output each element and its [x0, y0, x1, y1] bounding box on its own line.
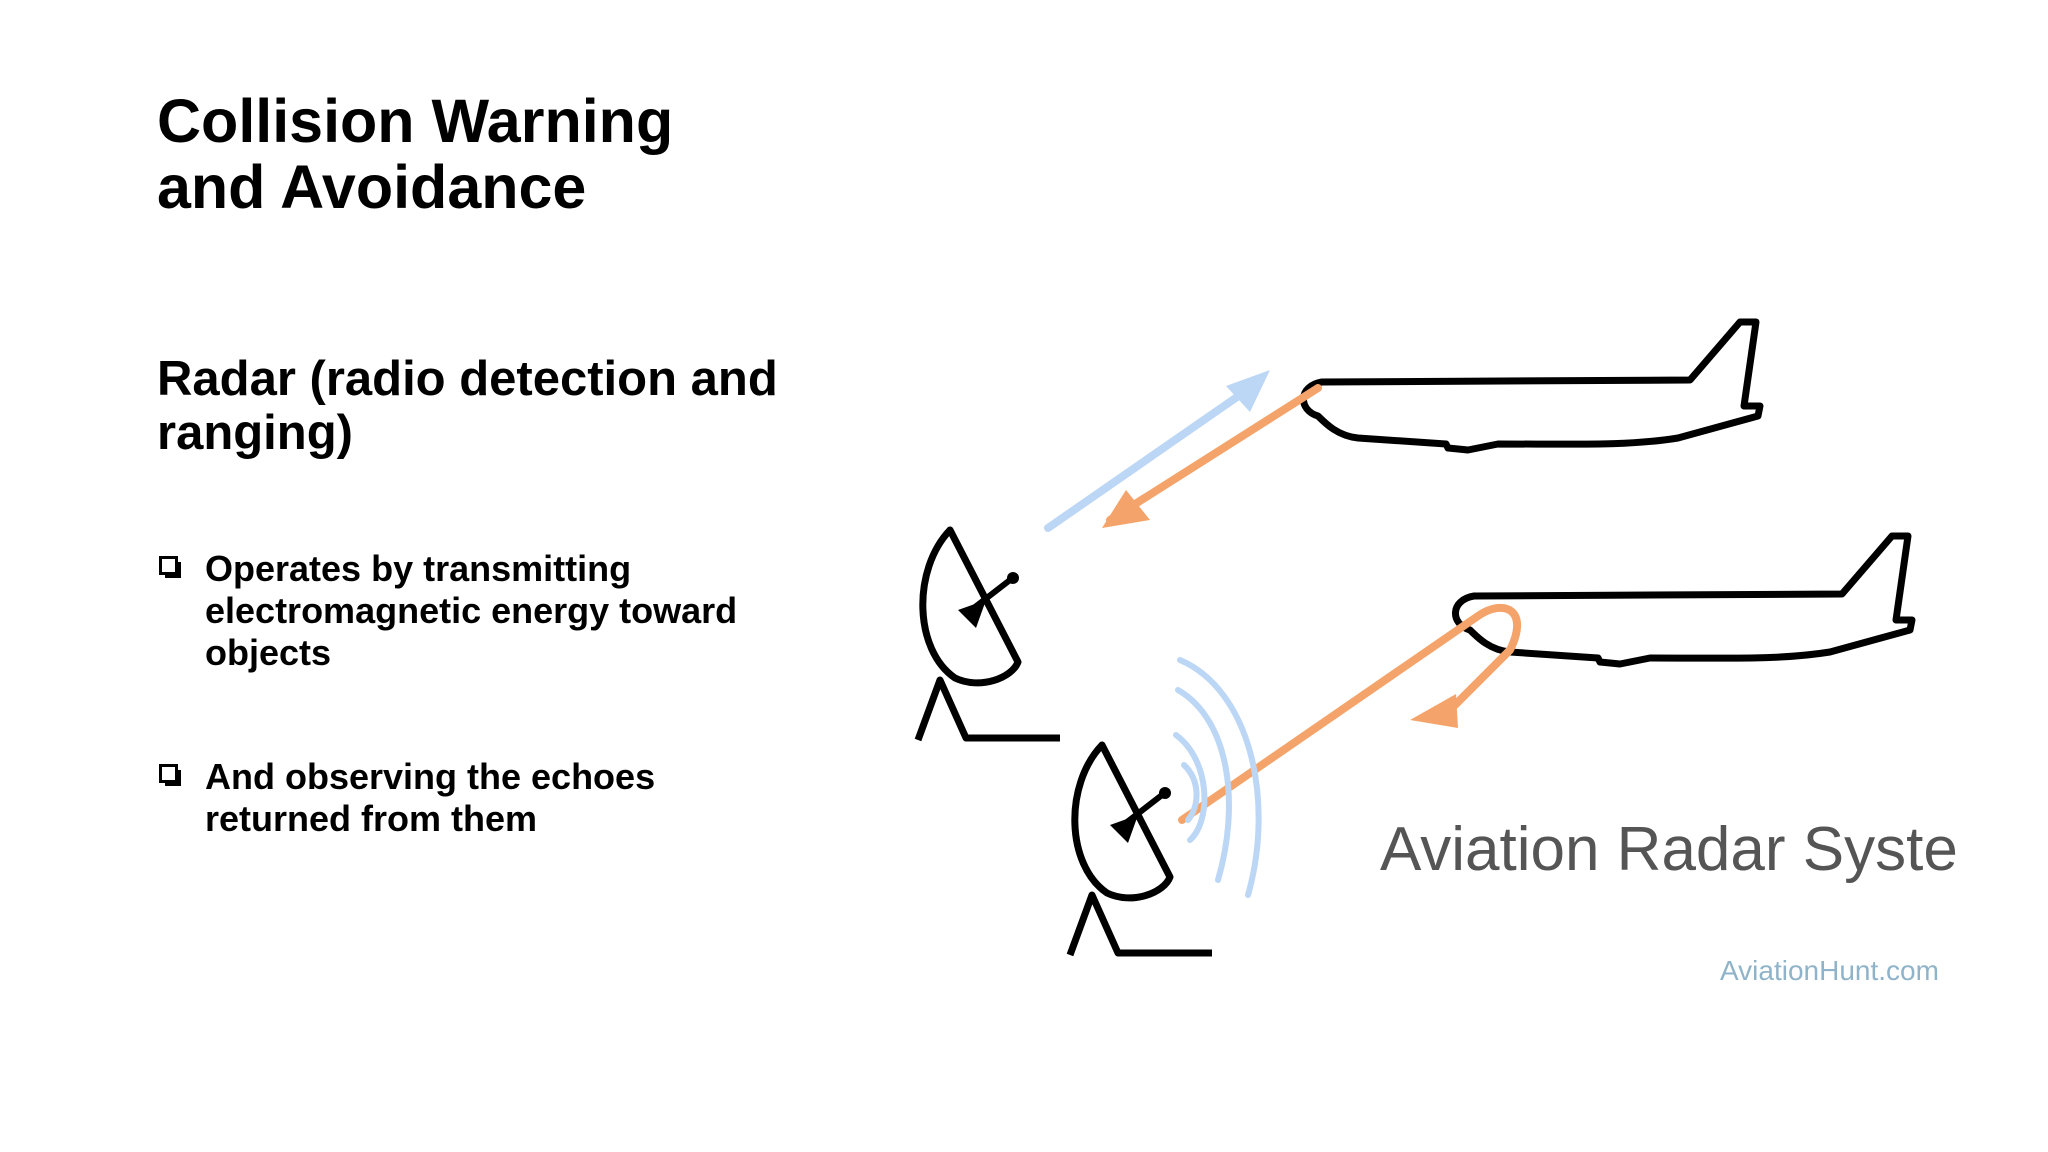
airplane-icon [1303, 322, 1760, 450]
radar-dish-icon [918, 530, 1060, 740]
bullet-item: Operates by transmitting electromagnetic… [157, 548, 797, 674]
echo-signal-arrow [1102, 384, 1322, 528]
radar-diagram: Aviation Radar System AviationHunt.com [900, 180, 1960, 986]
checkbox-bullet-icon [159, 764, 181, 786]
figure-credit: AviationHunt.com [1720, 955, 1939, 986]
bullet-item: And observing the echoes returned from t… [157, 756, 797, 840]
echo-signal-arrow [1178, 603, 1522, 824]
bullet-text: And observing the echoes returned from t… [205, 756, 656, 839]
bullet-list: Operates by transmitting electromagnetic… [157, 548, 797, 840]
bullet-text: Operates by transmitting electromagnetic… [205, 548, 738, 673]
slide-subtitle: Radar (radio detection and ranging) [157, 352, 778, 460]
radar-illustration: Aviation Radar System AviationHunt.com [900, 180, 1960, 1000]
figure-title: Aviation Radar System [1380, 815, 1960, 884]
airplane-icon [1455, 536, 1912, 664]
checkbox-bullet-icon [159, 556, 181, 578]
transmit-signal-arrow [1044, 370, 1270, 532]
signal-waves-icon [1173, 657, 1262, 898]
slide-title: Collision Warning and Avoidance [157, 87, 674, 221]
